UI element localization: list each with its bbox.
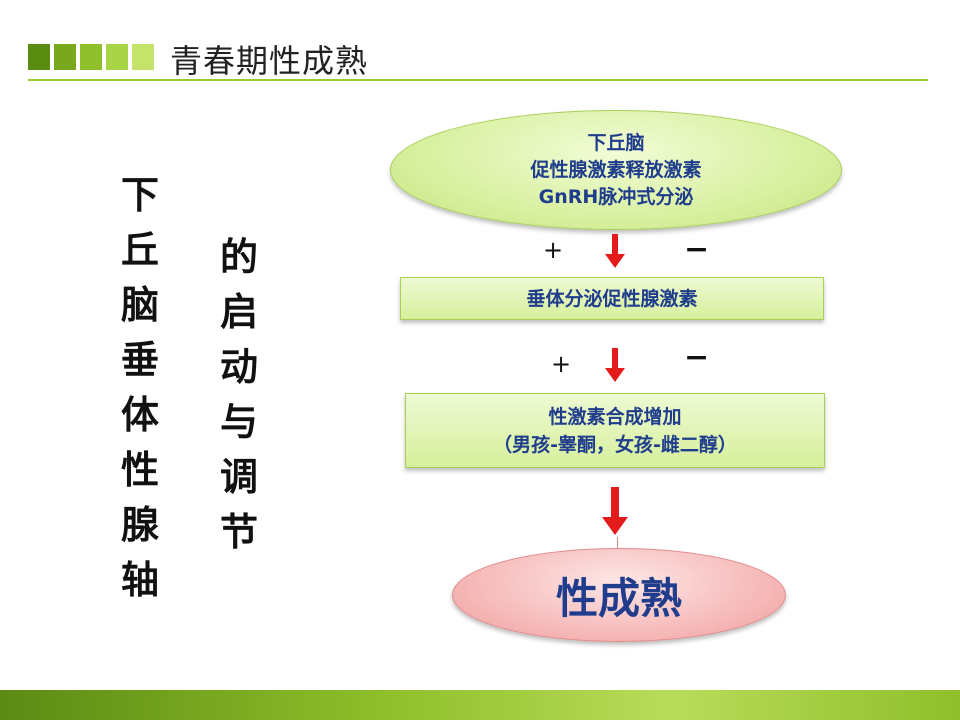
plus-sign: + [543,236,564,264]
down-arrow-icon [605,348,625,382]
gonad-node: 性激素合成增加 （男孩-睾酮，女孩-雌二醇） [405,393,825,468]
header-square [28,44,50,70]
vertical-char: 与 [219,400,258,444]
sex-hormone-label: 性激素合成增加 [548,405,682,428]
arrow-connector [617,537,618,553]
hypothalamus-label: 下丘脑 [587,131,645,154]
vertical-char: 调 [219,455,258,499]
vertical-char: 启 [219,290,258,334]
gnrh-pulse-label: GnRH脉冲式分泌 [538,185,694,208]
vertical-char: 动 [219,345,258,389]
vertical-char: 的 [219,235,258,279]
gnrh-label: 促性腺激素释放激素 [530,158,702,181]
minus-sign: − [684,232,710,267]
sex-hormone-detail: （男孩-睾酮，女孩-雌二醇） [493,433,737,456]
header-square [54,44,76,70]
vertical-text-axis: 下 丘 脑 垂 体 性 腺 轴 [115,168,165,608]
down-arrow-icon [605,234,625,268]
pituitary-label: 垂体分泌促性腺激素 [526,287,698,310]
header-square [106,44,128,70]
header-divider [28,79,928,81]
vertical-char: 性 [120,448,159,492]
header-square [132,44,154,70]
header-squares [28,44,154,70]
header-square [80,44,102,70]
vertical-char: 脑 [120,283,159,327]
puberty-node: 性成熟 [452,548,786,642]
vertical-char: 体 [120,393,159,437]
vertical-char: 节 [219,510,258,554]
puberty-label: 性成熟 [555,573,682,623]
hypothalamus-node: 下丘脑 促性腺激素释放激素 GnRH脉冲式分泌 [390,110,842,230]
vertical-char: 轴 [120,558,159,602]
plus-sign: + [551,350,572,378]
vertical-char: 腺 [120,503,159,547]
vertical-char: 下 [120,173,159,217]
page-title: 青春期性成熟 [170,42,369,80]
footer-band [0,690,960,720]
minus-sign: − [684,340,710,375]
vertical-char: 垂 [120,338,159,382]
down-arrow-icon [602,487,628,535]
vertical-char: 丘 [120,228,159,272]
vertical-text-regulation: 的 启 动 与 调 节 [214,230,264,560]
pituitary-node: 垂体分泌促性腺激素 [400,277,824,320]
